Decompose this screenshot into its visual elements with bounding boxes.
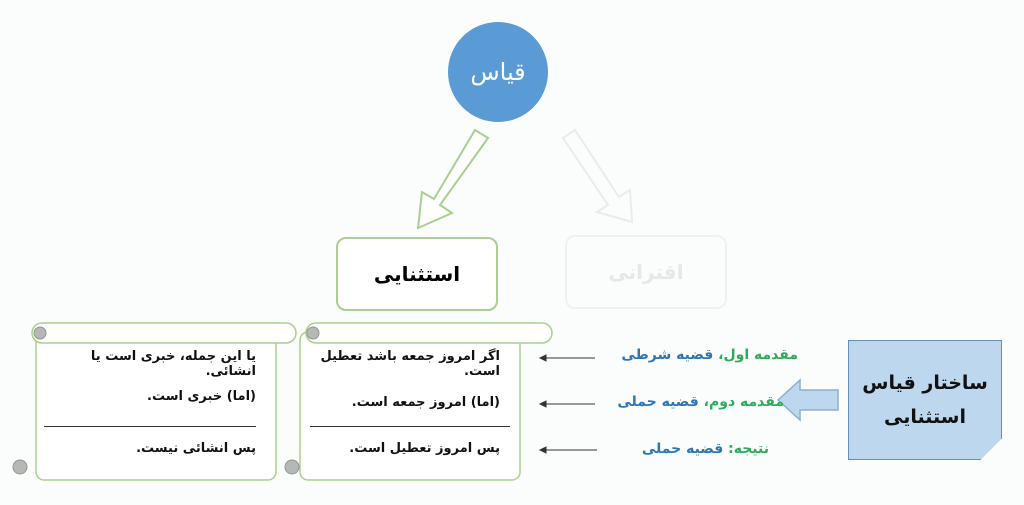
arrow-to-eqterani — [561, 128, 634, 224]
conclusion: پس امروز تعطیل است. — [349, 441, 500, 456]
root-node-qiyas: قیاس — [448, 22, 548, 122]
divider — [310, 426, 510, 427]
label-premise-2: مقدمه دوم، قضیه حملی — [617, 394, 784, 410]
conclusion: پس انشائی نیست. — [136, 441, 256, 456]
premise-2: (اما) امروز جمعه است. — [351, 395, 500, 410]
note-line-2: استثنایی — [884, 406, 966, 428]
scroll-example-conditional: اگر امروز جمعه باشد تعطیل است. (اما) امر… — [300, 343, 520, 480]
structure-note: ساختار قیاس استثنایی — [848, 340, 1002, 460]
arrow-to-estesnaei — [416, 128, 490, 230]
label-type: قضیه شرطی — [621, 347, 714, 363]
premise-1: اگر امروز جمعه باشد تعطیل است. — [320, 349, 500, 379]
branch-label: اقترانی — [608, 260, 684, 284]
note-line-1: ساختار قیاس — [862, 372, 988, 394]
root-label: قیاس — [470, 58, 526, 86]
premise-1: یا این جمله، خبری است یا انشائی. — [90, 349, 256, 379]
premise-2: (اما) خبری است. — [147, 389, 256, 404]
label-title: مقدمه دوم، — [703, 394, 784, 410]
scroll-example-disjunctive: یا این جمله، خبری است یا انشائی. (اما) خ… — [36, 343, 276, 480]
scroll-shapes — [31, 322, 553, 481]
note-arrow — [776, 378, 839, 422]
label-type: قضیه حملی — [617, 394, 699, 410]
divider — [44, 426, 256, 427]
pointer-arrows — [538, 354, 597, 454]
branch-eqterani: اقترانی — [565, 235, 727, 309]
label-title: نتیجه: — [728, 441, 769, 457]
label-type: قضیه حملی — [641, 441, 724, 457]
label-premise-1: مقدمه اول، قضیه شرطی — [621, 347, 798, 363]
label-conclusion: نتیجه: قضیه حملی — [642, 441, 769, 457]
branch-estesnaei: استثنایی — [336, 237, 498, 311]
label-title: مقدمه اول، — [718, 347, 798, 363]
branch-label: استثنایی — [373, 262, 461, 286]
